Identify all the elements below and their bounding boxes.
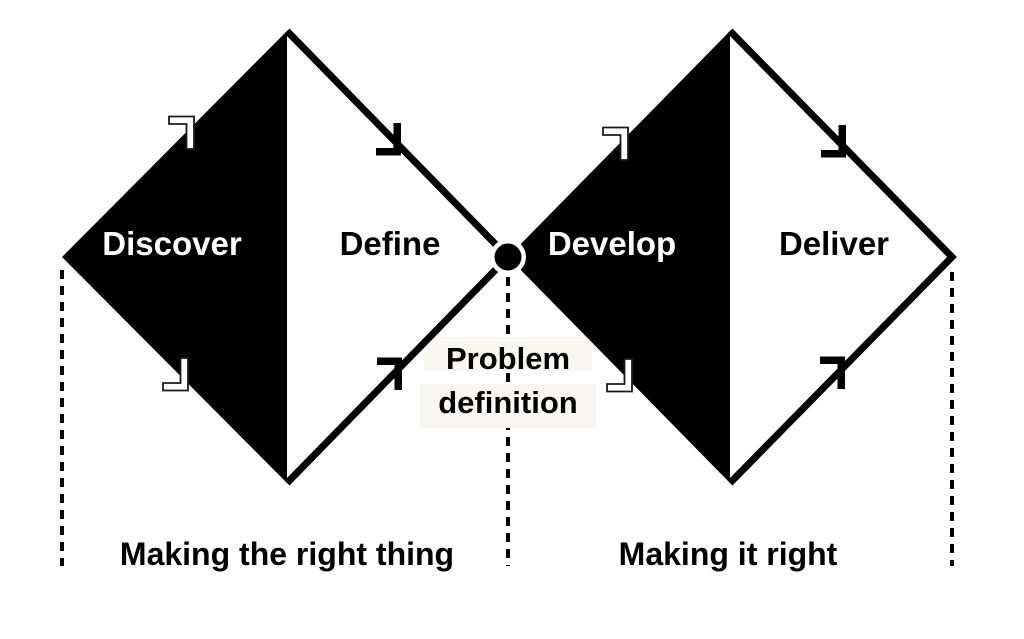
define-convergent-triangle [287, 31, 508, 483]
problem-definition-label-line2: definition [438, 385, 577, 420]
flow-arrow-up-right-icon [168, 115, 195, 150]
center-dot-icon [494, 243, 522, 271]
flow-arrow-down-right-icon [606, 358, 633, 393]
deliver-outline [727, 28, 957, 486]
problem-definition-note-bg-line1 [424, 337, 592, 371]
problem-definition-note-bg-line2 [420, 384, 596, 428]
deliver-convergent-triangle [730, 31, 952, 483]
flow-arrow-down-right-icon [821, 125, 846, 158]
deliver-label: Deliver [779, 225, 889, 262]
problem-definition-label-line1: Problem [446, 341, 570, 376]
flow-arrow-up-right-icon [377, 357, 402, 390]
left-caption: Making the right thing [120, 536, 454, 572]
flow-arrow-down-right-icon [376, 123, 401, 156]
develop-divergent-triangle [508, 31, 730, 483]
define-label: Define [340, 225, 441, 262]
flow-arrow-up-right-icon [602, 126, 629, 161]
develop-label: Develop [548, 225, 676, 262]
right-caption: Making it right [619, 536, 838, 572]
flow-arrow-up-right-icon [820, 356, 845, 389]
discover-label: Discover [102, 225, 242, 262]
discover-divergent-triangle [62, 31, 287, 483]
flow-arrow-down-right-icon [162, 357, 189, 392]
